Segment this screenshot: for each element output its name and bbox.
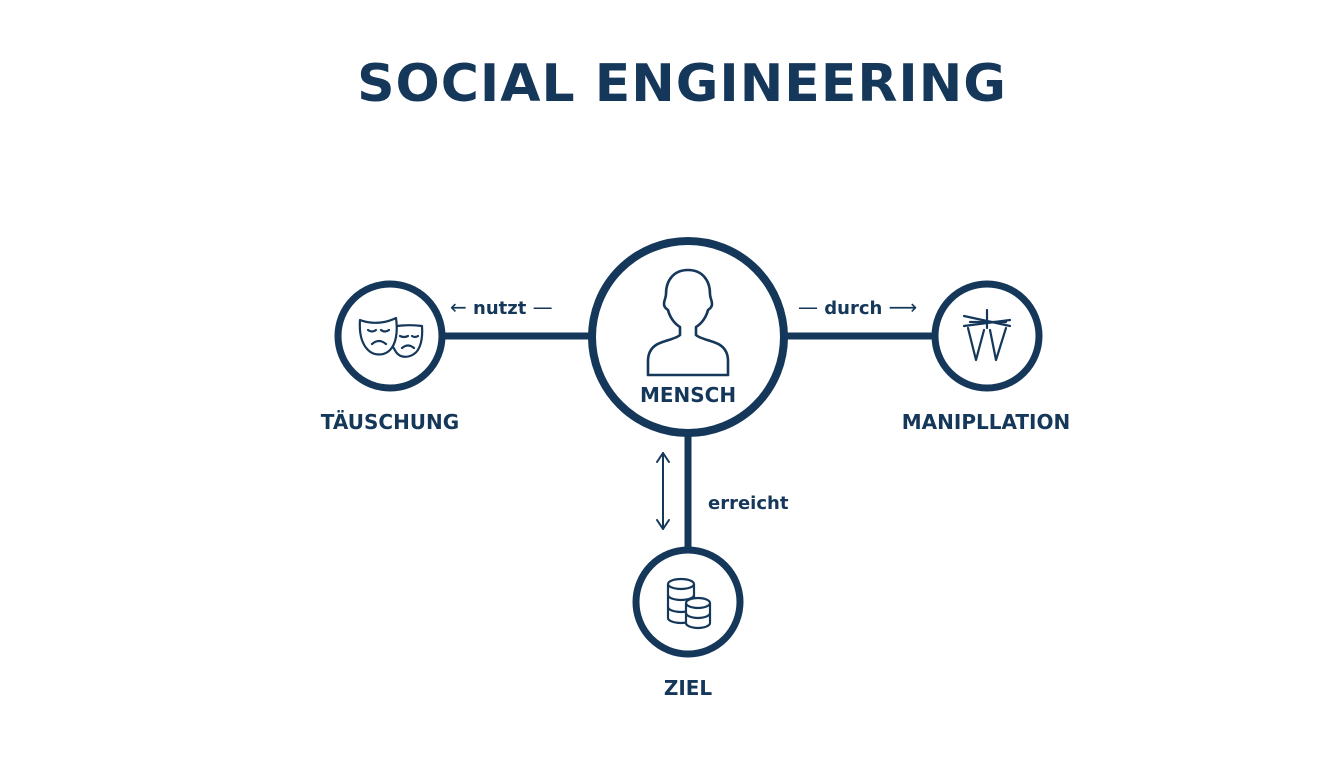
database-coins-icon (666, 577, 712, 630)
node-mensch (588, 237, 788, 437)
node-manipulation (931, 280, 1043, 392)
person-icon (646, 268, 730, 377)
page-title: SOCIAL ENGINEERING (357, 54, 1007, 114)
node-tauschung (334, 280, 446, 392)
double-arrow-icon (656, 452, 670, 530)
edge-text-nutzt: nutzt (473, 298, 527, 319)
node-ziel (632, 546, 744, 658)
node-label-tauschung: TÄUSCHUNG (320, 410, 460, 434)
edge-label-durch: — durch ⟶ (798, 296, 917, 320)
arrow-right-icon: ⟶ (888, 295, 918, 319)
dash-icon: — (532, 295, 553, 319)
edge-text-durch: durch (824, 298, 883, 319)
arrow-left-icon: ← (450, 295, 467, 319)
node-label-mensch: MENSCH (639, 383, 737, 407)
node-label-manipulation: MANIPLLATION (901, 410, 1071, 434)
marionette-puppet-icon (962, 308, 1012, 362)
connector-lines (443, 332, 934, 549)
dash-icon: — (798, 295, 818, 319)
edge-label-erreicht: erreicht (708, 493, 788, 515)
node-label-ziel: ZIEL (663, 676, 713, 700)
edge-label-nutzt: ← nutzt — (450, 296, 553, 320)
edge-text-erreicht: erreicht (708, 493, 789, 514)
theater-masks-icon (358, 316, 424, 358)
